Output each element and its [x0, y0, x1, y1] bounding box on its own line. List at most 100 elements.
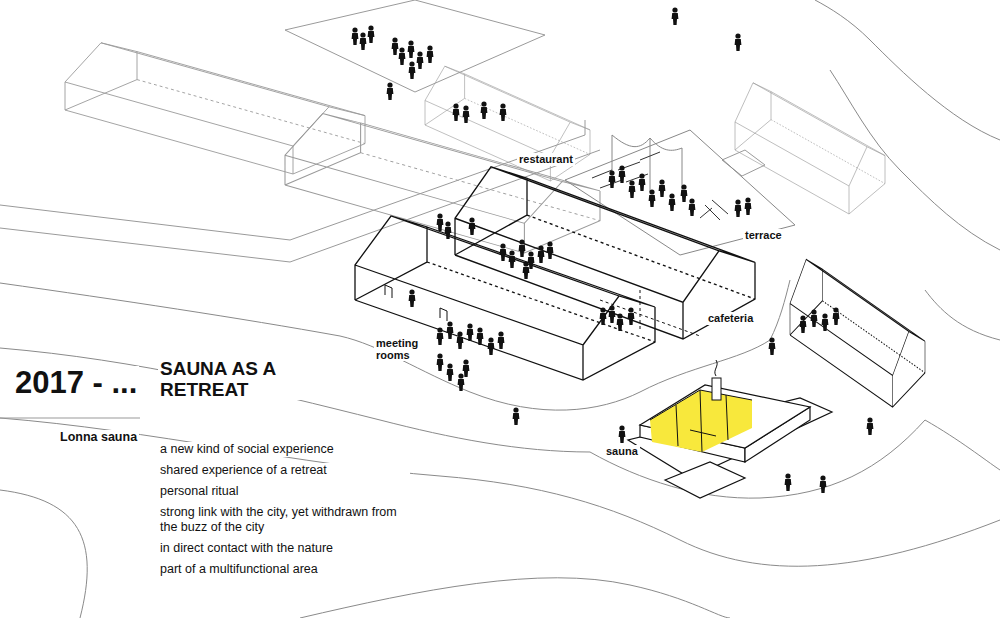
door-marks	[385, 285, 447, 321]
person	[769, 337, 776, 355]
person	[463, 105, 470, 123]
person	[437, 213, 444, 231]
person	[609, 170, 616, 188]
contour-line	[0, 418, 1000, 566]
person	[447, 321, 454, 339]
feature-item: part of a multifunctional area	[158, 562, 410, 577]
sauna-interior	[650, 390, 752, 452]
person	[509, 250, 516, 268]
terrace-poles	[612, 135, 682, 196]
person	[811, 309, 818, 327]
person	[447, 363, 454, 381]
person	[458, 373, 465, 391]
person	[672, 7, 679, 25]
main-buildings	[355, 167, 925, 407]
person	[445, 221, 452, 239]
contour-line	[0, 348, 590, 452]
person	[409, 61, 416, 79]
person	[409, 289, 416, 307]
person	[600, 307, 607, 325]
fortress-wall	[0, 120, 600, 262]
diagram-title: SAUNA AS A RETREAT	[158, 358, 302, 400]
person	[745, 197, 752, 215]
person	[822, 313, 829, 331]
person	[735, 33, 742, 51]
contour-line	[0, 283, 770, 410]
person	[392, 37, 399, 55]
place-label: cafeteria	[706, 312, 755, 325]
sauna-chimney	[712, 378, 721, 400]
person	[481, 101, 488, 119]
person	[477, 327, 484, 345]
year-heading: 2017 - ...	[13, 366, 139, 400]
place-label: meeting rooms	[374, 337, 420, 361]
sauna-smoke	[715, 360, 717, 376]
sauna-highlight	[650, 390, 752, 452]
person	[735, 199, 742, 217]
place-label: sauna	[604, 445, 640, 458]
contour-line	[770, 280, 790, 340]
person	[820, 475, 827, 493]
old-building	[425, 66, 590, 181]
person	[785, 473, 792, 491]
person	[547, 241, 554, 259]
person	[609, 305, 616, 323]
restaurant-building	[455, 167, 755, 339]
meeting-building	[355, 216, 655, 380]
project-name: Lonna sauna	[58, 430, 139, 445]
contour-line	[0, 490, 87, 618]
person	[649, 189, 656, 207]
person	[681, 184, 688, 202]
person	[628, 307, 635, 325]
person	[368, 25, 375, 43]
person	[659, 179, 666, 197]
place-label: restaurant	[517, 153, 575, 166]
sauna-building	[628, 360, 832, 498]
side-building	[790, 259, 925, 407]
person	[437, 353, 444, 371]
people	[352, 7, 874, 493]
sauna-steps	[665, 462, 745, 498]
person	[469, 217, 476, 235]
person	[488, 337, 495, 355]
old-building	[65, 43, 365, 174]
person	[629, 180, 636, 198]
person	[619, 165, 626, 183]
person	[538, 245, 545, 263]
person	[528, 251, 535, 269]
person	[417, 51, 424, 69]
person	[669, 193, 676, 211]
person	[833, 307, 840, 325]
person	[360, 32, 367, 50]
contour-line	[815, 0, 1000, 140]
feature-item: personal ritual	[158, 484, 410, 499]
person	[500, 103, 507, 121]
feature-item: shared experience of a retreat	[158, 463, 410, 478]
old-building	[735, 83, 885, 214]
person	[639, 173, 646, 191]
person	[453, 103, 460, 121]
person	[427, 45, 434, 63]
person	[800, 315, 807, 333]
cafeteria-outline	[600, 290, 700, 336]
person	[498, 331, 505, 349]
feature-item: a new kind of social experience	[158, 442, 410, 457]
person	[867, 417, 874, 435]
person	[619, 425, 626, 443]
feature-item: in direct contact with the nature	[158, 541, 410, 556]
person	[457, 331, 464, 349]
person	[467, 323, 474, 341]
person	[387, 82, 394, 100]
person	[408, 40, 415, 58]
heading-rule	[0, 418, 140, 419]
person	[617, 313, 624, 331]
contour-line	[830, 70, 1000, 250]
person	[523, 261, 530, 279]
person	[500, 243, 507, 261]
contour-line	[300, 578, 730, 618]
person	[463, 359, 470, 377]
shed	[722, 150, 765, 176]
